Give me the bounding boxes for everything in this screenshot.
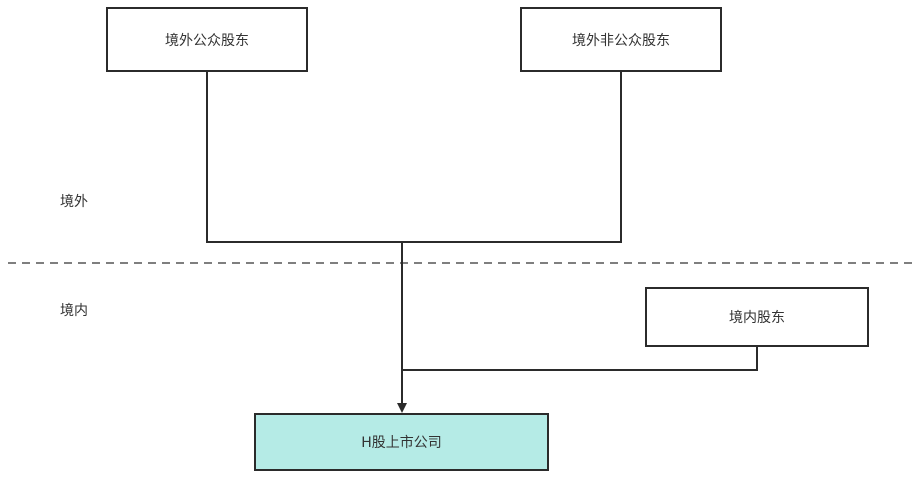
region-label-overseas: 境外 (60, 194, 88, 210)
node-overseas-nonpublic-shareholders: 境外非公众股东 (520, 7, 722, 72)
node-label: 境外公众股东 (165, 32, 249, 49)
node-label: 境外非公众股东 (572, 32, 670, 49)
connector-overseas-public (206, 72, 402, 243)
node-domestic-shareholders: 境内股东 (645, 287, 869, 347)
node-h-share-company: H股上市公司 (254, 413, 549, 471)
connector-overseas-nonpublic (402, 72, 622, 243)
node-label: 境内股东 (729, 310, 785, 326)
connector-domestic (402, 347, 758, 371)
node-overseas-public-shareholders: 境外公众股东 (106, 7, 308, 72)
node-label: H股上市公司 (361, 435, 442, 451)
region-label-domestic: 境内 (60, 303, 88, 319)
